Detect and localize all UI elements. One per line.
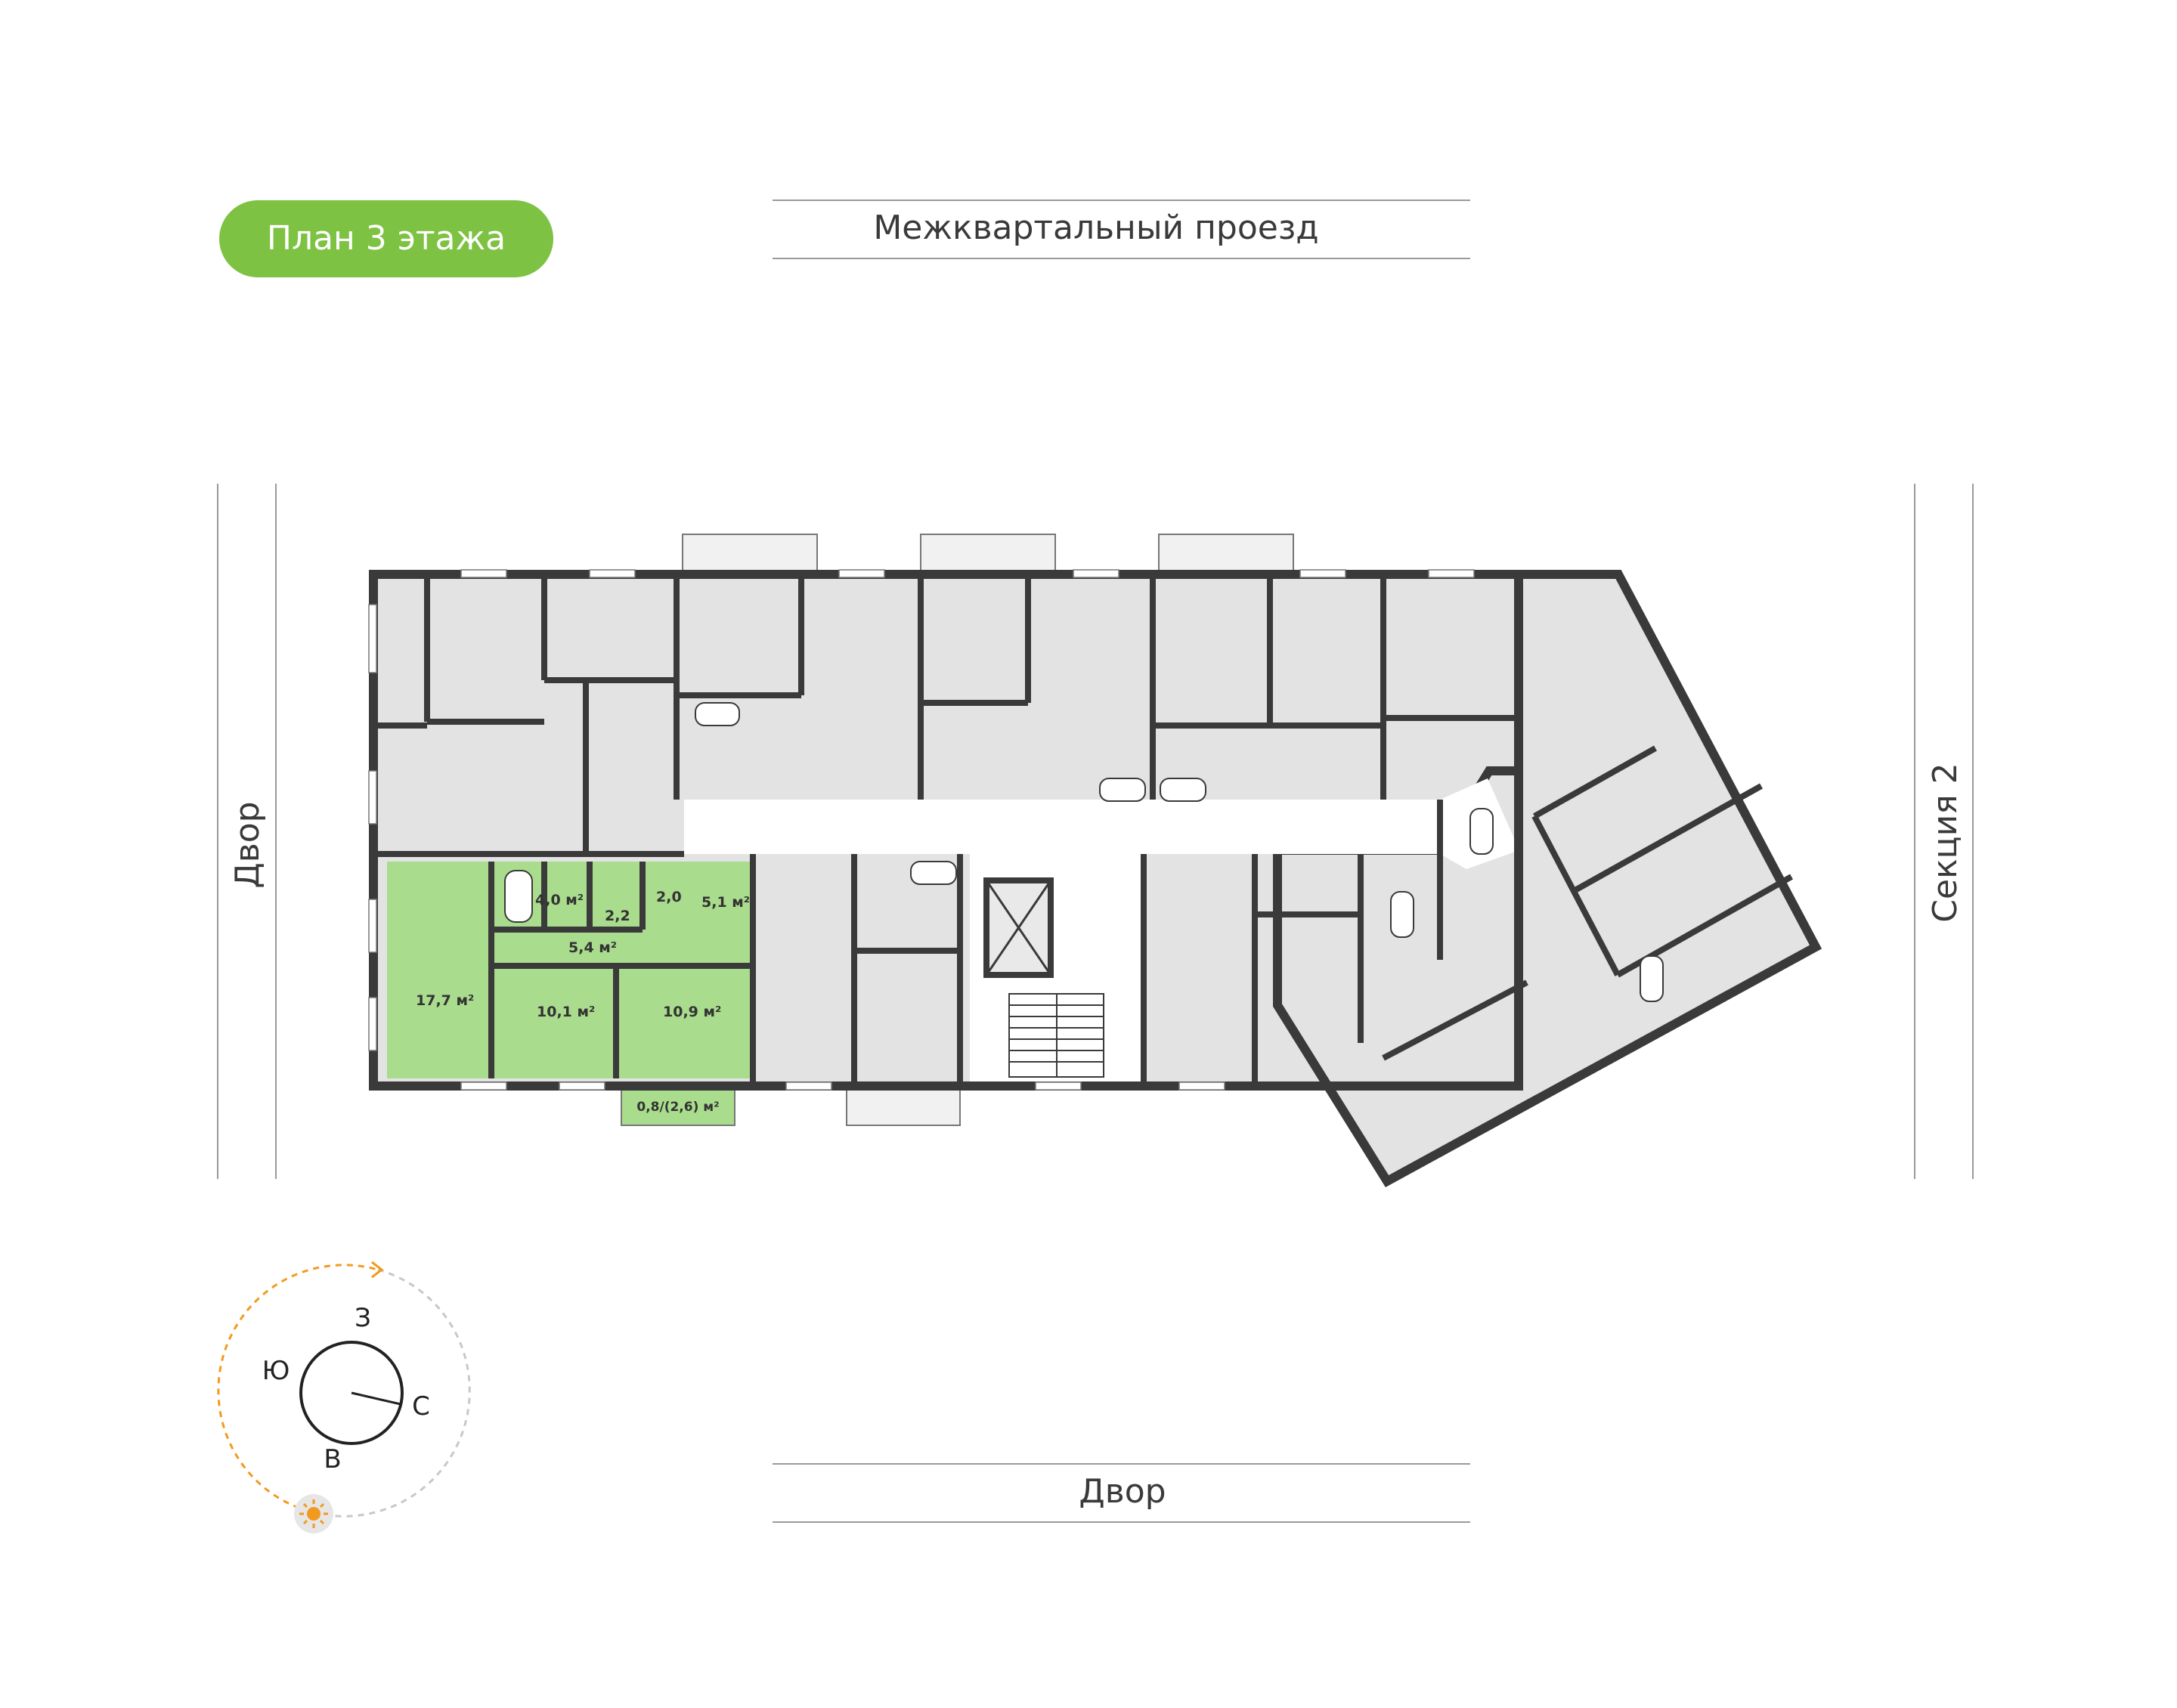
area-storage: 2,0 xyxy=(656,889,682,905)
highlighted-apartment[interactable]: 17,7 м² 10,1 м² 10,9 м² 4,0 м² 2,2 2,0 5… xyxy=(387,862,753,1126)
street-bottom-label: Двор xyxy=(1079,1472,1166,1511)
area-wc: 2,2 xyxy=(605,908,630,924)
area-room-middle: 10,1 м² xyxy=(537,1004,595,1020)
fixtures xyxy=(695,702,1664,1002)
street-left: Двор xyxy=(217,484,277,1179)
apartment-floor xyxy=(387,862,753,1078)
apartment-walls xyxy=(488,862,753,1078)
compass-north: С xyxy=(412,1391,430,1422)
street-right: Секция 2 xyxy=(1914,484,1974,1179)
compass: З Ю С В xyxy=(217,1261,471,1533)
street-right-label: Секция 2 xyxy=(1926,763,1965,922)
street-bottom: Двор xyxy=(773,1463,1470,1523)
area-bathroom: 4,0 м² xyxy=(535,892,584,908)
sun-path-arc xyxy=(217,1264,379,1513)
area-kitchen: 5,1 м² xyxy=(701,894,750,911)
compass-circle xyxy=(299,1341,404,1445)
balcony-top-2 xyxy=(920,534,1056,573)
bathtub-icon xyxy=(504,870,533,923)
balcony-top-3 xyxy=(1158,534,1294,573)
corridor xyxy=(684,800,1440,854)
floor-badge-background xyxy=(219,200,553,277)
balcony-bottom-1 xyxy=(846,1085,961,1126)
windows xyxy=(368,569,1475,1091)
area-room-right: 10,9 м² xyxy=(663,1004,721,1020)
floor-badge-label: План 3 этажа xyxy=(267,219,506,258)
compass-east: В xyxy=(324,1444,341,1474)
street-top-label: Межквартальный проезд xyxy=(873,209,1318,247)
street-top: Межквартальный проезд xyxy=(773,200,1470,259)
floor-badge[interactable]: План 3 этажа xyxy=(219,200,553,277)
street-left-label: Двор xyxy=(228,801,267,888)
area-room-left: 17,7 м² xyxy=(416,992,474,1009)
area-balcony: 0,8/(2,6) м² xyxy=(636,1100,719,1115)
area-hall: 5,4 м² xyxy=(568,939,617,956)
sun-icon xyxy=(294,1494,333,1533)
elevator-cross-b xyxy=(985,880,1052,976)
sun-direction-arrow xyxy=(371,1261,384,1279)
staircase xyxy=(1008,993,1104,1078)
shadow-path-arc xyxy=(309,1268,471,1518)
building-outer-wall xyxy=(369,570,1523,1091)
balcony-top-1 xyxy=(682,534,818,573)
building-wing-floor xyxy=(1273,570,1822,1187)
building: 17,7 м² 10,1 м² 10,9 м² 4,0 м² 2,2 2,0 5… xyxy=(368,534,1822,1187)
compass-south: Ю xyxy=(262,1356,290,1386)
compass-needle xyxy=(351,1391,401,1406)
compass-west: З xyxy=(355,1303,371,1333)
